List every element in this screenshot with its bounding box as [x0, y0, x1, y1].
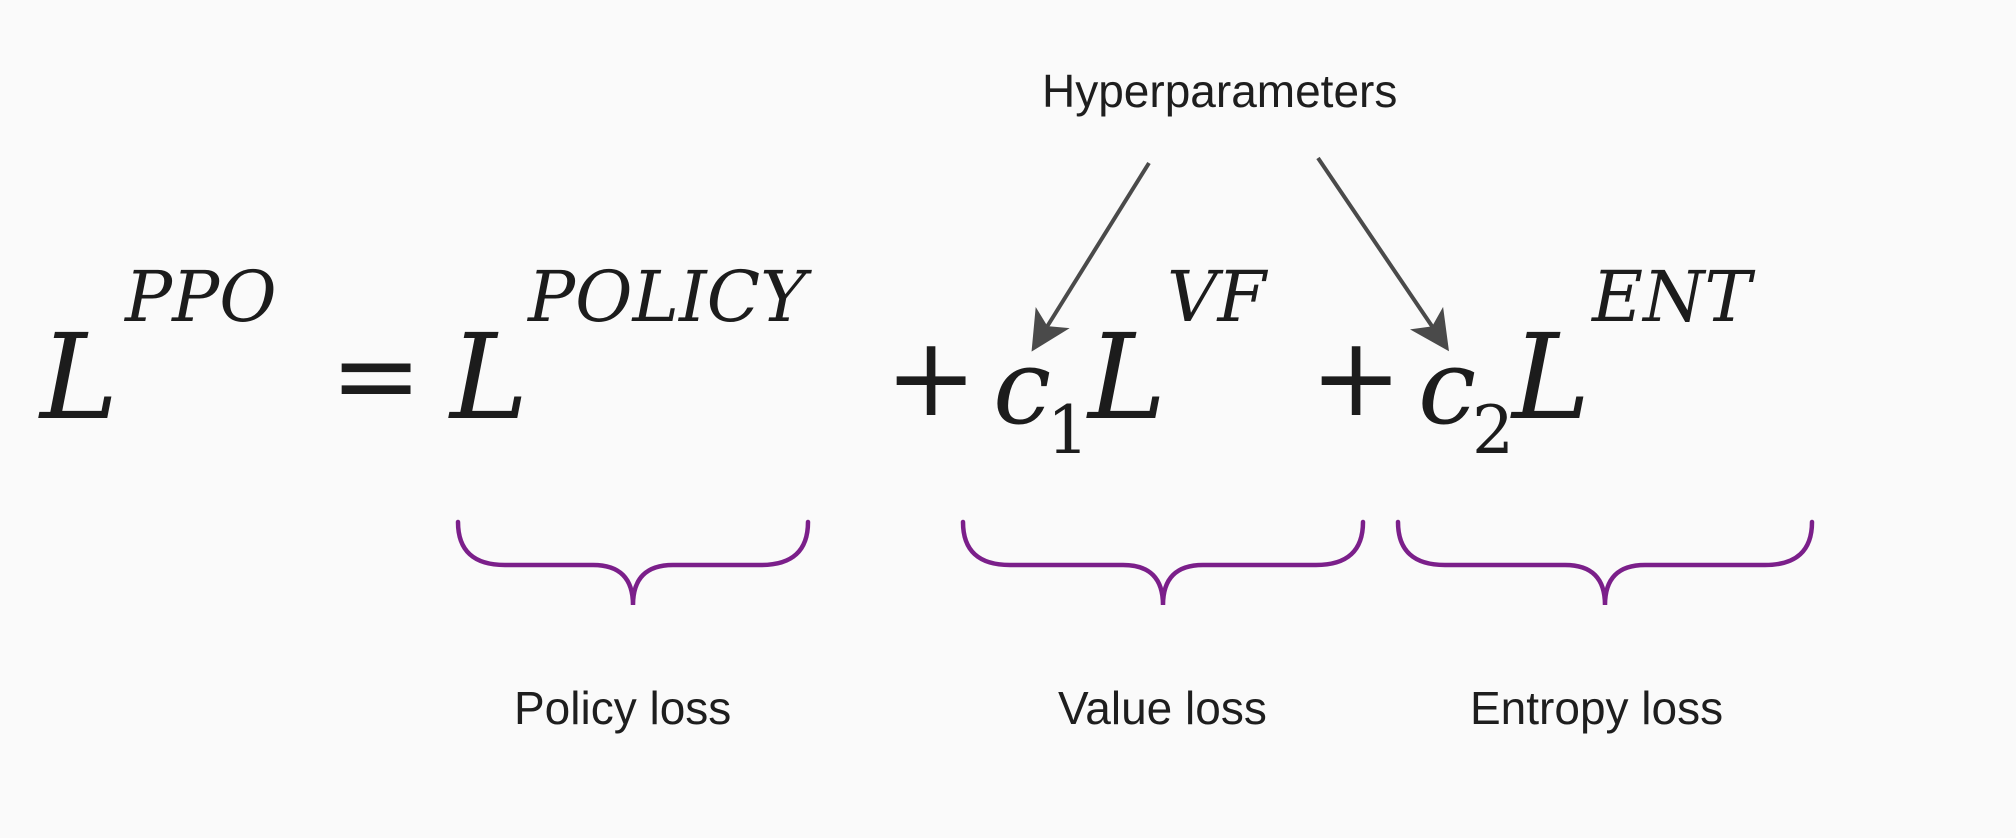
ent-superscript: ENT — [1592, 256, 1752, 338]
vf-L: L — [1088, 308, 1167, 446]
c2-symbol: c — [1418, 326, 1477, 448]
equals-sign: = — [330, 311, 423, 439]
brace-value — [960, 519, 1366, 606]
plus-sign-1: + — [885, 313, 978, 441]
brace-policy — [455, 519, 811, 606]
c1-subscript: 1 — [1047, 392, 1089, 469]
c2-subscript: 2 — [1472, 392, 1514, 469]
c1-symbol: c — [993, 326, 1052, 448]
policy-L: L — [450, 308, 529, 446]
plus-sign-2: + — [1310, 313, 1403, 441]
policy-superscript: POLICY — [528, 256, 807, 338]
entropy-loss-label: Entropy loss — [1470, 682, 1724, 734]
ent-L: L — [1512, 308, 1591, 446]
hyperparameters-label: Hyperparameters — [1042, 65, 1398, 117]
lhs-L: L — [40, 308, 119, 446]
policy-loss-label: Policy loss — [514, 682, 732, 734]
lhs-superscript-ppo: PPO — [125, 256, 277, 338]
brace-entropy — [1395, 519, 1815, 606]
vf-superscript: VF — [1167, 256, 1267, 338]
arrow-to-c1 — [1031, 161, 1151, 352]
arrow-to-c2 — [1316, 156, 1449, 352]
value-loss-label: Value loss — [1058, 682, 1267, 734]
